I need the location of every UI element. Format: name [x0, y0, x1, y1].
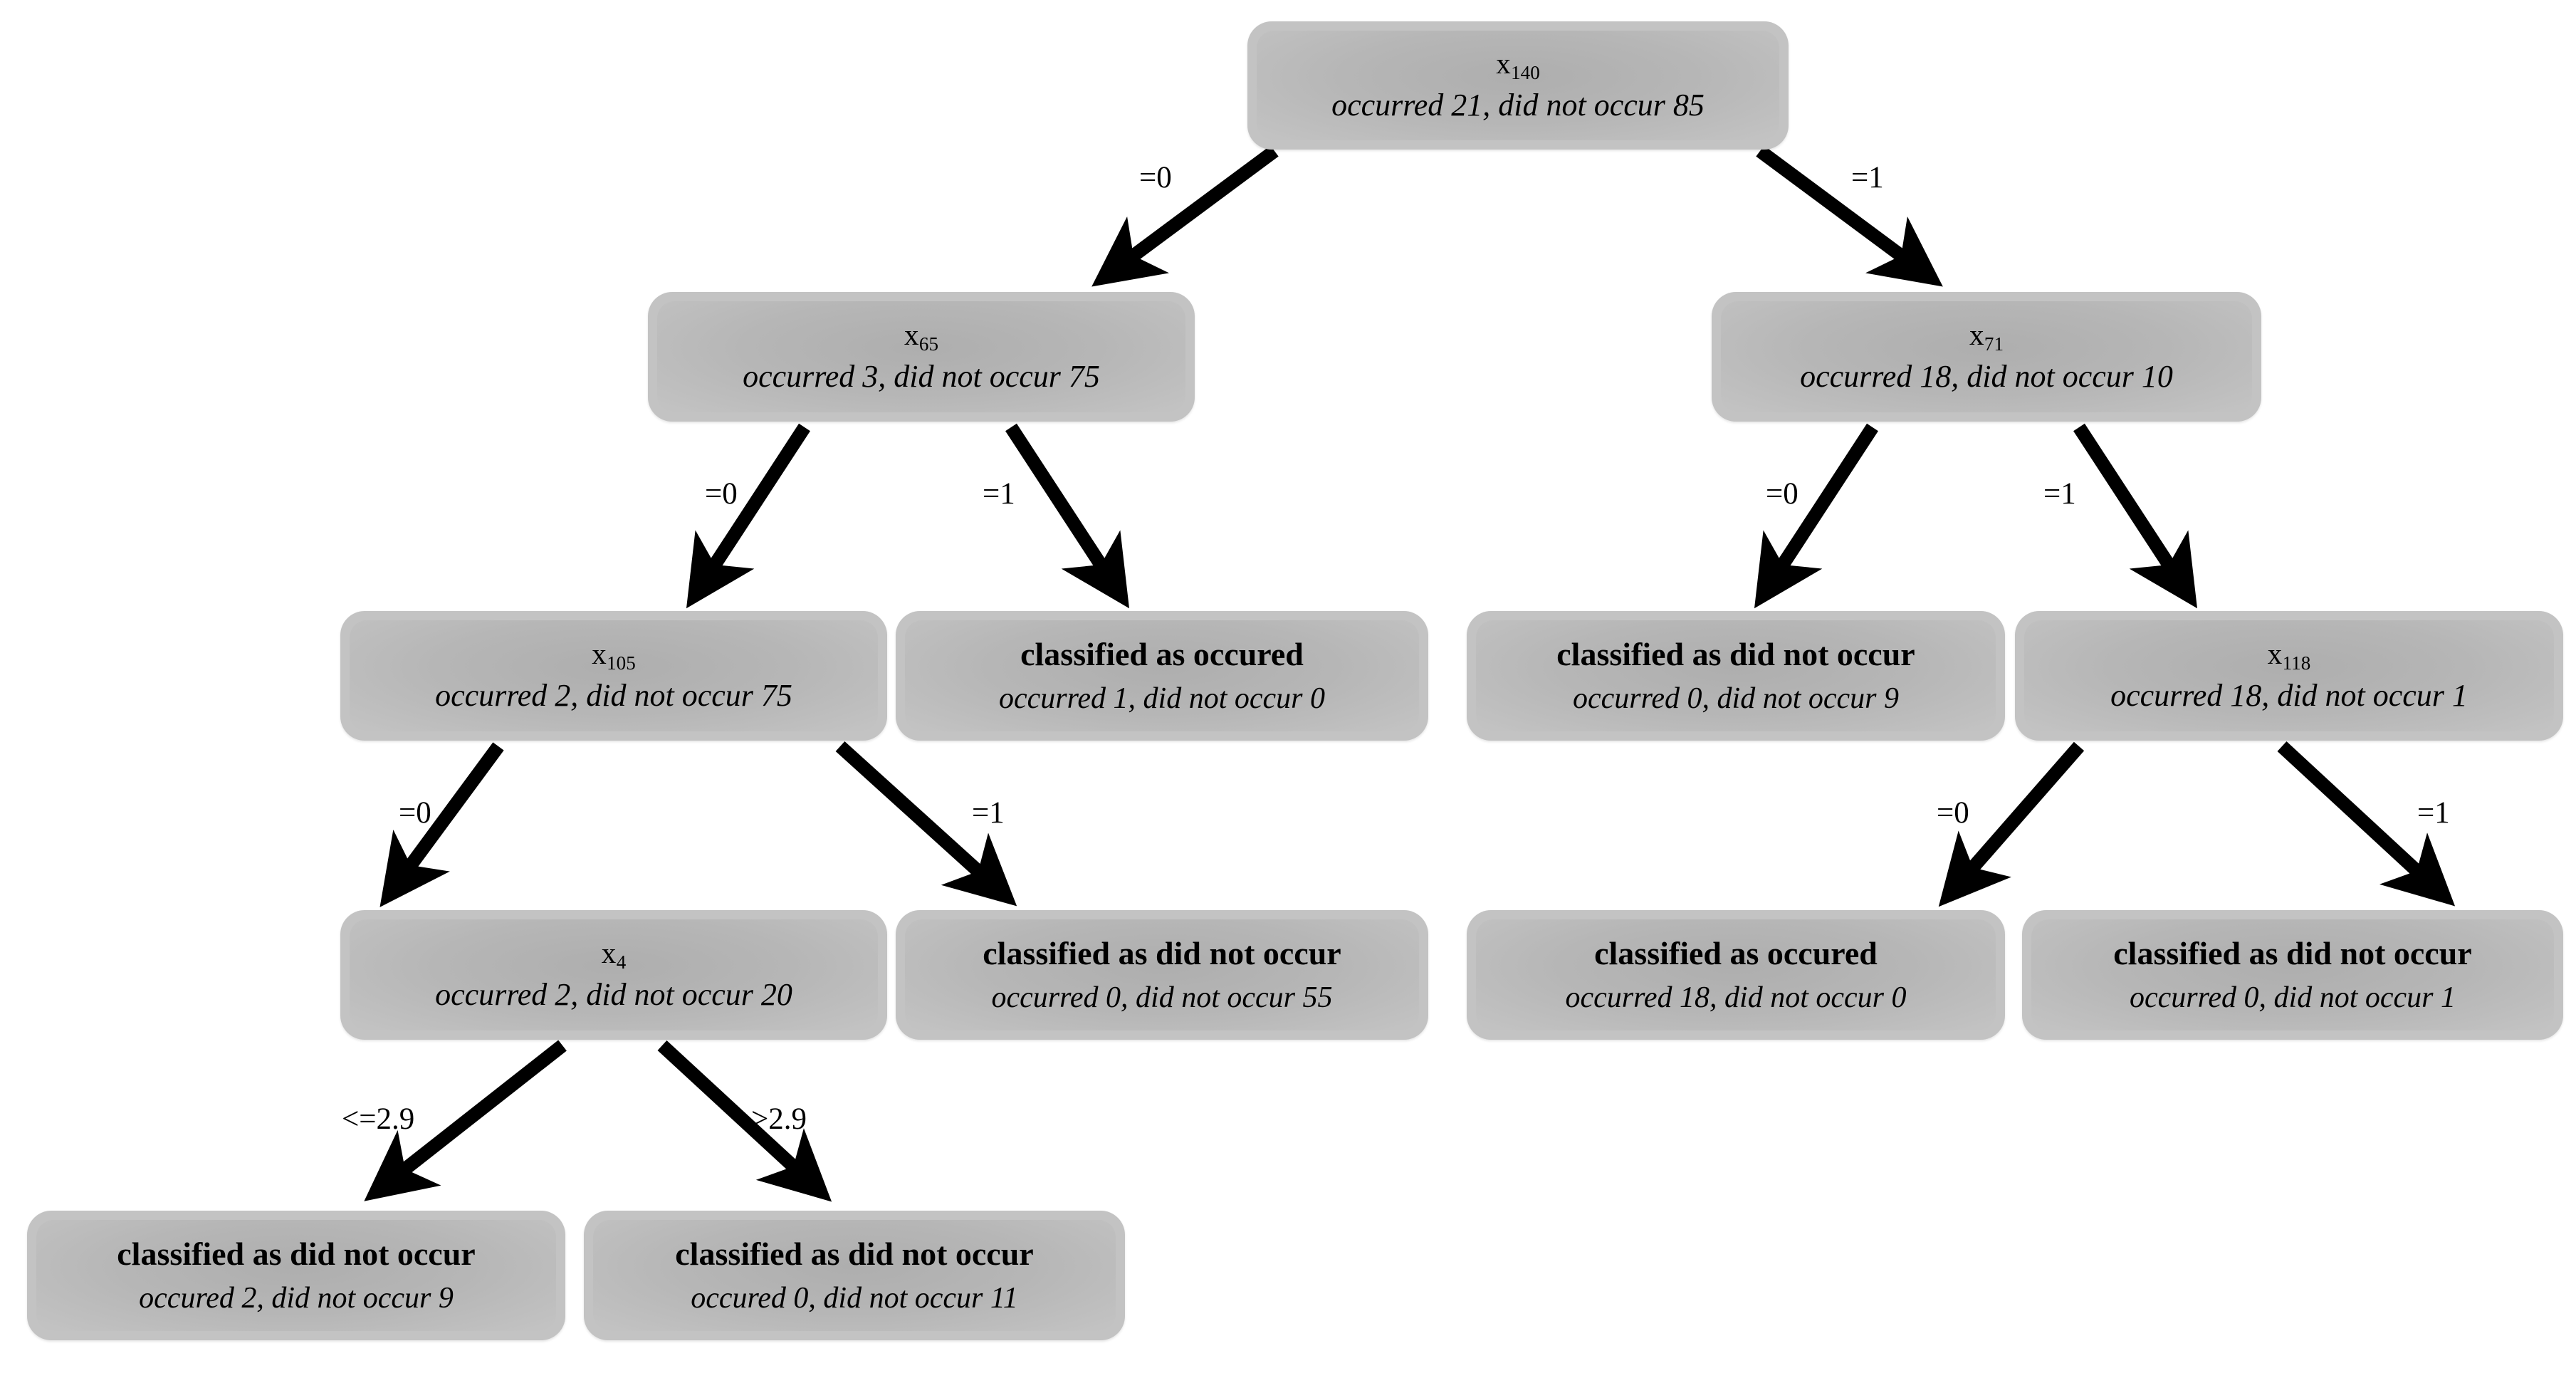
tree-split-node[interactable]: x105 occurred 2, did not occur 75 [340, 611, 887, 741]
feature-index: 140 [1511, 62, 1540, 84]
node-feature-label: x4 [601, 936, 626, 973]
feature-symbol: x [601, 936, 617, 970]
edge-condition-label: =1 [972, 796, 1005, 830]
node-counts-label: occured 2, did not occur 9 [139, 1282, 454, 1315]
tree-leaf-node[interactable]: classified as did not occur occurred 0, d… [2022, 910, 2563, 1040]
node-classification-label: classified as did not occur [983, 934, 1341, 971]
tree-split-node[interactable]: x71 occurred 18, did not occur 10 [1712, 292, 2261, 422]
node-counts-label: occurred 18, did not occur 10 [1800, 359, 2173, 395]
edge-condition-label: =0 [705, 477, 738, 511]
tree-leaf-node[interactable]: classified as did not occur occured 2, di… [27, 1211, 565, 1340]
edge-condition-label: =1 [2043, 477, 2076, 511]
edge-condition-label: =1 [2417, 796, 2450, 830]
node-feature-label: x118 [2267, 637, 2310, 674]
tree-leaf-node[interactable]: classified as did not occur occurred 0, d… [896, 910, 1428, 1040]
tree-edge [1005, 423, 1130, 609]
tree-split-node[interactable]: x118 occurred 18, did not occur 1 [2015, 611, 2563, 741]
feature-index: 65 [918, 333, 938, 355]
node-panel: classified as occured occurred 1, did not… [905, 620, 1419, 731]
node-counts-label: occurred 0, did not occur 1 [2129, 981, 2456, 1015]
node-feature-label: x140 [1496, 47, 1539, 83]
edge-condition-label: =0 [1937, 796, 1969, 830]
node-classification-label: classified as did not occur [1556, 635, 1915, 672]
feature-symbol: x [1969, 318, 1984, 352]
tree-edge [364, 1040, 567, 1201]
node-panel: classified as did not occur occurred 0, d… [1476, 620, 1996, 731]
node-counts-label: occurred 18, did not occur 0 [1565, 981, 1907, 1015]
node-counts-label: occurred 2, did not occur 20 [435, 977, 792, 1013]
feature-index: 105 [607, 652, 636, 674]
node-classification-label: classified as occured [1594, 934, 1878, 971]
node-panel: classified as did not occur occured 0, di… [593, 1220, 1116, 1331]
node-counts-label: occurred 0, did not occur 9 [1572, 682, 1900, 716]
tree-leaf-node[interactable]: classified as did not occur occurred 0, d… [1467, 611, 2005, 741]
edge-condition-label: =0 [1139, 161, 1172, 194]
tree-split-node[interactable]: x65 occurred 3, did not occur 75 [648, 292, 1195, 422]
node-counts-label: occurred 2, did not occur 75 [435, 678, 792, 714]
node-counts-label: occurred 3, did not occur 75 [743, 359, 1100, 395]
tree-edge [2277, 741, 2456, 907]
node-panel: x118 occurred 18, did not occur 1 [2024, 620, 2554, 731]
tree-leaf-node[interactable]: classified as occured occurred 18, did no… [1467, 910, 2005, 1040]
node-feature-label: x65 [904, 318, 938, 355]
tree-split-node[interactable]: x140 occurred 21, did not occur 85 [1247, 21, 1789, 150]
tree-leaf-node[interactable]: classified as did not occur occured 0, di… [584, 1211, 1125, 1340]
node-counts-label: occurred 0, did not occur 55 [991, 981, 1333, 1015]
edge-condition-label: =1 [983, 477, 1015, 511]
tree-split-node[interactable]: x4 occurred 2, did not occur 20 [340, 910, 887, 1040]
tree-edge [1938, 741, 2085, 907]
tree-edge [1756, 145, 1943, 287]
node-counts-label: occured 0, did not occur 11 [691, 1282, 1018, 1315]
node-panel: x140 occurred 21, did not occur 85 [1257, 31, 1779, 140]
node-panel: x65 occurred 3, did not occur 75 [657, 301, 1185, 412]
feature-symbol: x [592, 637, 607, 671]
node-panel: x71 occurred 18, did not occur 10 [1721, 301, 2252, 412]
feature-index: 71 [1984, 333, 2004, 355]
node-classification-label: classified as did not occur [675, 1235, 1034, 1272]
node-counts-label: occurred 1, did not occur 0 [998, 682, 1326, 716]
node-feature-label: x105 [592, 637, 635, 674]
edge-condition-label: <=2.9 [342, 1102, 415, 1136]
node-classification-label: classified as occured [1020, 635, 1304, 672]
node-counts-label: occurred 21, did not occur 85 [1331, 88, 1705, 123]
edge-condition-label: =0 [399, 796, 431, 830]
feature-symbol: x [904, 318, 919, 352]
node-counts-label: occurred 18, did not occur 1 [2110, 678, 2468, 714]
node-panel: classified as did not occur occured 2, di… [36, 1220, 556, 1331]
node-panel: classified as did not occur occurred 0, d… [905, 919, 1419, 1030]
node-panel: x105 occurred 2, did not occur 75 [350, 620, 878, 731]
feature-symbol: x [1496, 47, 1512, 80]
tree-edge [2073, 423, 2198, 609]
tree-leaf-node[interactable]: classified as occured occurred 1, did not… [896, 611, 1428, 741]
node-feature-label: x71 [1969, 318, 2004, 355]
edge-condition-label: >2.9 [751, 1102, 807, 1136]
node-classification-label: classified as did not occur [2113, 934, 2472, 971]
tree-edge [835, 741, 1017, 907]
node-panel: classified as occured occurred 18, did no… [1476, 919, 1996, 1030]
feature-index: 118 [2282, 652, 2311, 674]
node-panel: classified as did not occur occurred 0, d… [2031, 919, 2554, 1030]
feature-symbol: x [2267, 637, 2283, 671]
node-classification-label: classified as did not occur [117, 1235, 476, 1272]
edge-condition-label: =1 [1851, 161, 1884, 194]
node-panel: x4 occurred 2, did not occur 20 [350, 919, 878, 1030]
feature-index: 4 [616, 951, 627, 974]
edge-condition-label: =0 [1766, 477, 1799, 511]
